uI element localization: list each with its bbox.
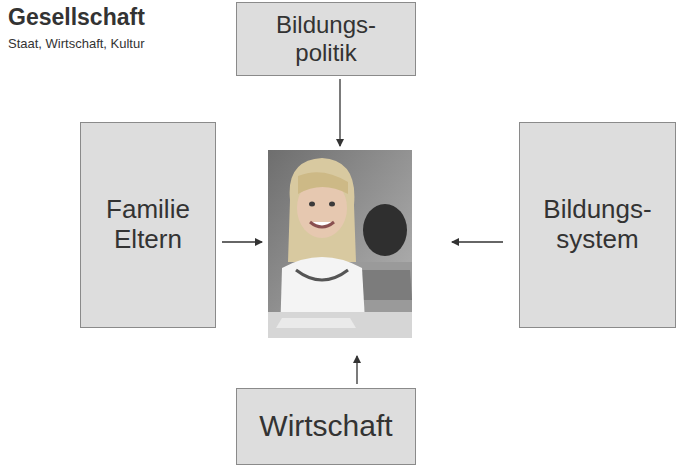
diagram-title: Gesellschaft xyxy=(8,4,145,31)
box-label: Bildungs- politik xyxy=(276,11,376,66)
subtitle-label: Staat, Wirtschaft, Kultur xyxy=(8,36,145,51)
concept-box: Familie Eltern xyxy=(80,122,216,328)
arrow xyxy=(356,356,357,384)
arrows xyxy=(222,79,503,384)
arrow xyxy=(339,79,340,146)
concept-box: Wirtschaft xyxy=(236,388,416,465)
box-label: Familie Eltern xyxy=(106,195,190,255)
box-label: Bildungs- system xyxy=(543,195,651,255)
arrow xyxy=(452,241,503,242)
box-label: Wirtschaft xyxy=(259,409,392,444)
arrow xyxy=(222,241,262,242)
concept-box: Bildungs- politik xyxy=(236,2,416,76)
concept-box: Bildungs- system xyxy=(519,122,676,328)
photo xyxy=(268,150,412,338)
